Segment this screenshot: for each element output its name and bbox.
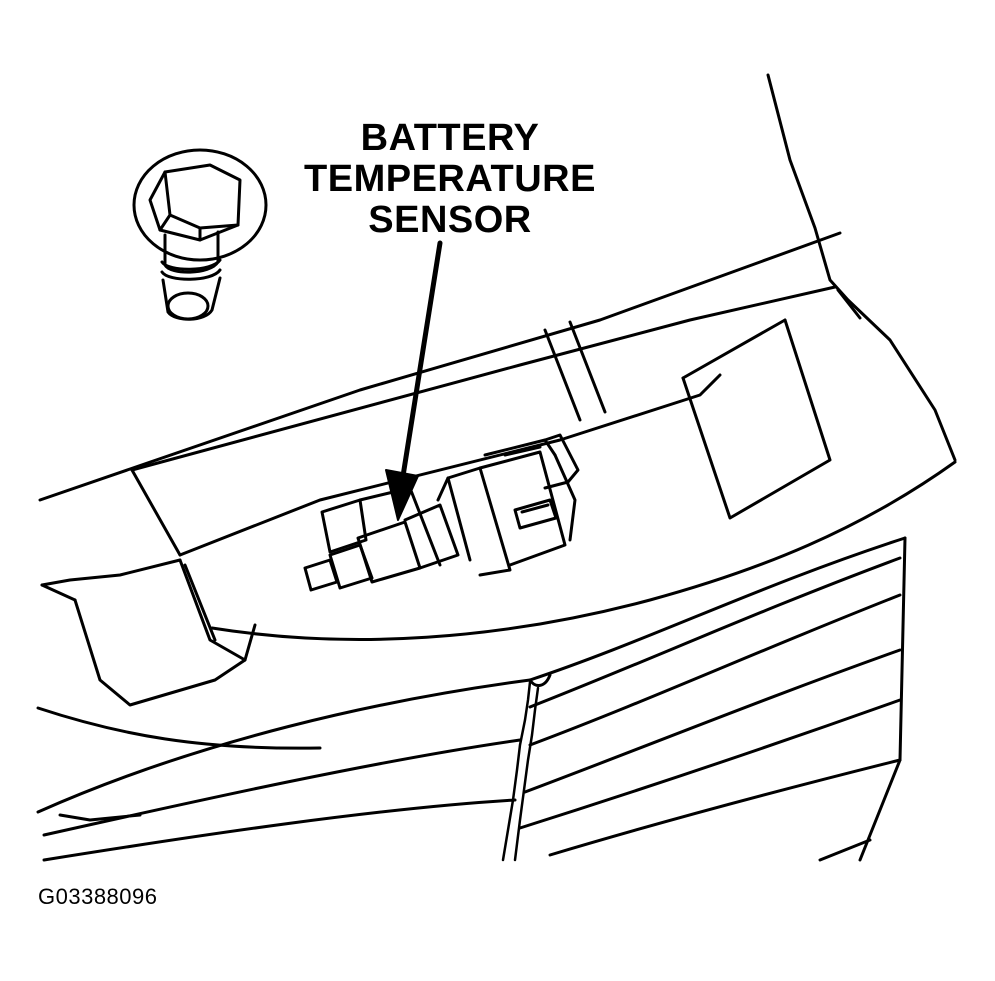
battery-housing <box>38 73 957 641</box>
sensor-body <box>303 433 580 592</box>
lower-lip <box>73 558 257 707</box>
arrow-icon <box>385 240 443 521</box>
callout-line-1: BATTERY <box>360 117 540 159</box>
battery-top-lines <box>36 536 907 862</box>
sensor-callout-label: BATTERY TEMPERATURE SENSOR <box>300 118 600 241</box>
callout-line-3: SENSOR <box>368 199 532 241</box>
callout-line-2: TEMPERATURE <box>304 158 596 200</box>
housing-ribs <box>543 318 832 520</box>
bolt-icon <box>132 148 268 321</box>
figure-id: G03388096 <box>38 884 158 909</box>
